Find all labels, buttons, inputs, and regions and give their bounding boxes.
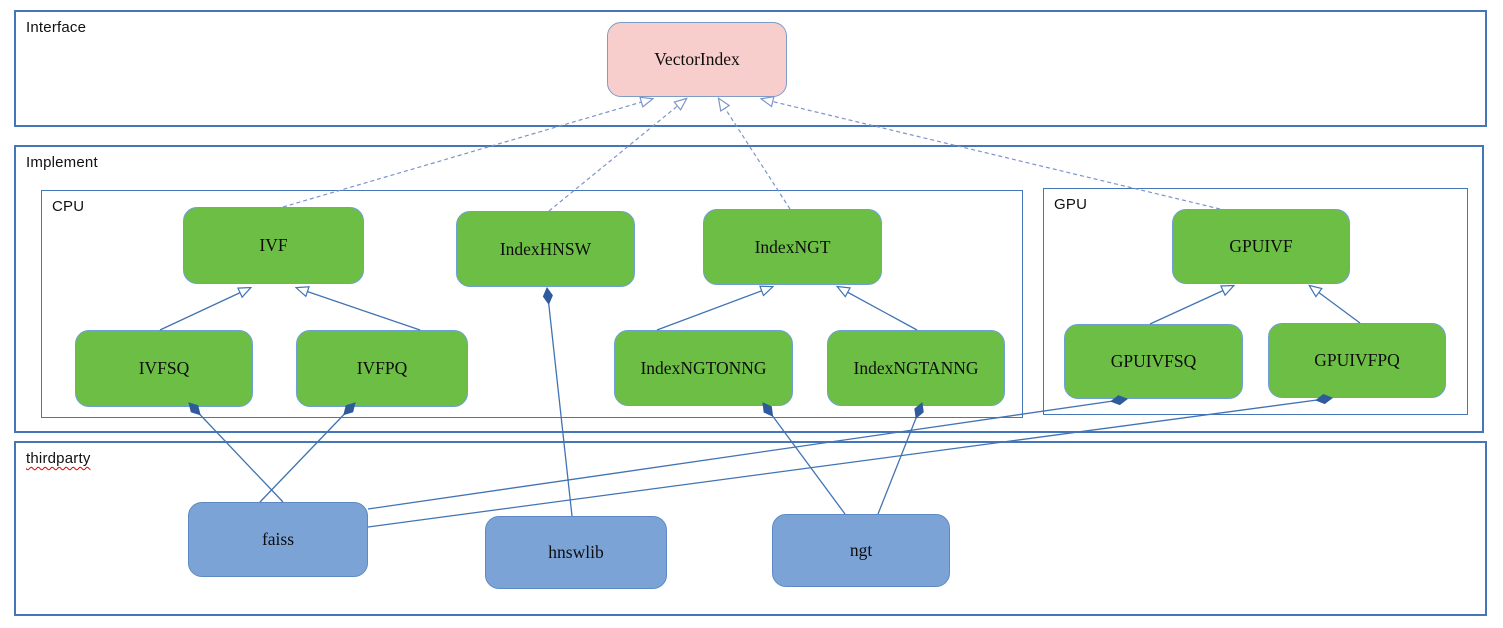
class-label-indexngtonng: IndexNGTONNG — [640, 357, 767, 378]
class-box-ivf[interactable]: IVF — [183, 207, 364, 284]
class-box-indexngt[interactable]: IndexNGT — [703, 209, 882, 285]
class-label-ivfsq: IVFSQ — [138, 358, 190, 378]
library-box-hnswlib[interactable]: hnswlib — [485, 516, 667, 589]
class-box-gpuivfpq[interactable]: GPUIVFPQ — [1268, 323, 1446, 398]
library-label-faiss: faiss — [261, 529, 295, 549]
library-box-ngt[interactable]: ngt — [772, 514, 950, 587]
class-label-gpuivf: GPUIVF — [1229, 236, 1293, 256]
class-box-vectorindex[interactable]: VectorIndex — [607, 22, 787, 97]
gpu-container-label: GPU — [1054, 196, 1088, 213]
library-label-hnswlib: hnswlib — [548, 542, 604, 562]
interface-container-label: Interface — [26, 19, 87, 36]
cpu-container-label: CPU — [52, 198, 85, 215]
class-box-ivfsq[interactable]: IVFSQ — [75, 330, 253, 407]
library-box-faiss[interactable]: faiss — [188, 502, 368, 577]
class-label-gpuivfpq: GPUIVFPQ — [1314, 350, 1400, 370]
class-label-ivfpq: IVFPQ — [356, 358, 408, 378]
class-label-indexngtanng: IndexNGTANNG — [853, 357, 979, 378]
class-box-gpuivfsq[interactable]: GPUIVFSQ — [1064, 324, 1243, 399]
class-label-indexhnsw: IndexHNSW — [499, 238, 592, 259]
class-box-indexngtonng[interactable]: IndexNGTONNG — [614, 330, 793, 406]
class-label-gpuivfsq: GPUIVFSQ — [1110, 351, 1197, 371]
class-label-ivf: IVF — [259, 235, 288, 255]
class-box-ivfpq[interactable]: IVFPQ — [296, 330, 468, 407]
class-box-indexngtanng[interactable]: IndexNGTANNG — [827, 330, 1005, 406]
class-box-gpuivf[interactable]: GPUIVF — [1172, 209, 1350, 284]
library-label-ngt: ngt — [849, 540, 873, 560]
implement-container-label: Implement — [26, 154, 98, 171]
class-box-indexhnsw[interactable]: IndexHNSW — [456, 211, 635, 287]
class-label-indexngt: IndexNGT — [754, 236, 831, 257]
class-label-vectorindex: VectorIndex — [654, 49, 740, 69]
thirdparty-container-label: thirdparty — [26, 450, 91, 467]
